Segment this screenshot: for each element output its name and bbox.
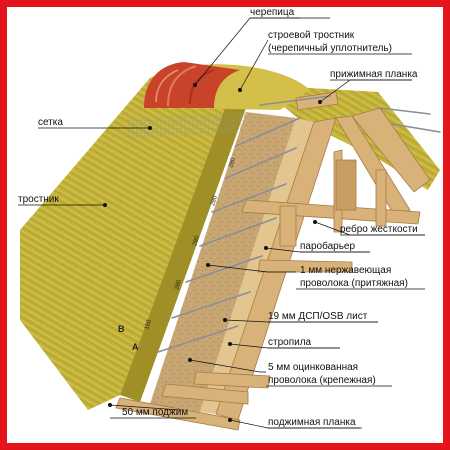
label-tile: черепица xyxy=(250,7,295,18)
roof-diagram: 150 280 280 280 280 B A черепица строево… xyxy=(18,7,441,431)
rib-stiffener xyxy=(335,159,357,211)
label-wire-galv-2: проволока (крепежная) xyxy=(268,375,376,386)
label-rafter: стропила xyxy=(268,337,312,348)
labels: черепица строевой тростник (черепичный у… xyxy=(18,7,425,429)
label-reed: тростник xyxy=(18,194,59,205)
marker-b: B xyxy=(118,324,125,334)
dimension-marks: 150 280 280 280 280 xyxy=(144,157,237,331)
mesh-strip xyxy=(124,112,246,138)
label-reed-ridge-2: (черепичный уплотнитель) xyxy=(268,43,392,54)
label-wire-ss-1: 1 мм нержавеющая xyxy=(300,265,391,276)
label-bottom-press: 50 мм поджим xyxy=(122,407,188,418)
osb-sheet xyxy=(150,112,296,412)
label-rib: ребро жесткости xyxy=(340,223,418,235)
label-vapor-barrier: паробарьер xyxy=(300,240,355,252)
label-clamp-bar-bottom: поджимная планка xyxy=(268,417,356,428)
roof-truss xyxy=(161,107,431,405)
label-osb: 19 мм ДСП/OSB лист xyxy=(268,311,368,322)
label-wire-galv-1: 5 мм оцинкованная xyxy=(268,362,358,373)
stainless-wires xyxy=(157,95,441,353)
label-reed-ridge-1: строевой тростник xyxy=(268,30,355,41)
clamp-bar-bottom xyxy=(115,397,241,431)
label-mesh: сетка xyxy=(38,117,63,128)
ridge-tile xyxy=(144,62,240,108)
reed-thatch-shadow xyxy=(120,100,246,402)
dim-1: 150 xyxy=(144,319,153,331)
dim-2: 280 xyxy=(174,279,183,291)
reed-thatch-layer xyxy=(20,78,228,410)
vapor-barrier xyxy=(200,118,314,414)
label-wire-ss-2: проволока (притяжная) xyxy=(300,278,408,289)
dim-4: 280 xyxy=(210,195,219,207)
dim-5: 280 xyxy=(228,157,237,169)
label-clamp-bar: прижимная планка xyxy=(330,69,418,80)
marker-a: A xyxy=(132,342,139,352)
dim-3: 280 xyxy=(192,235,201,247)
